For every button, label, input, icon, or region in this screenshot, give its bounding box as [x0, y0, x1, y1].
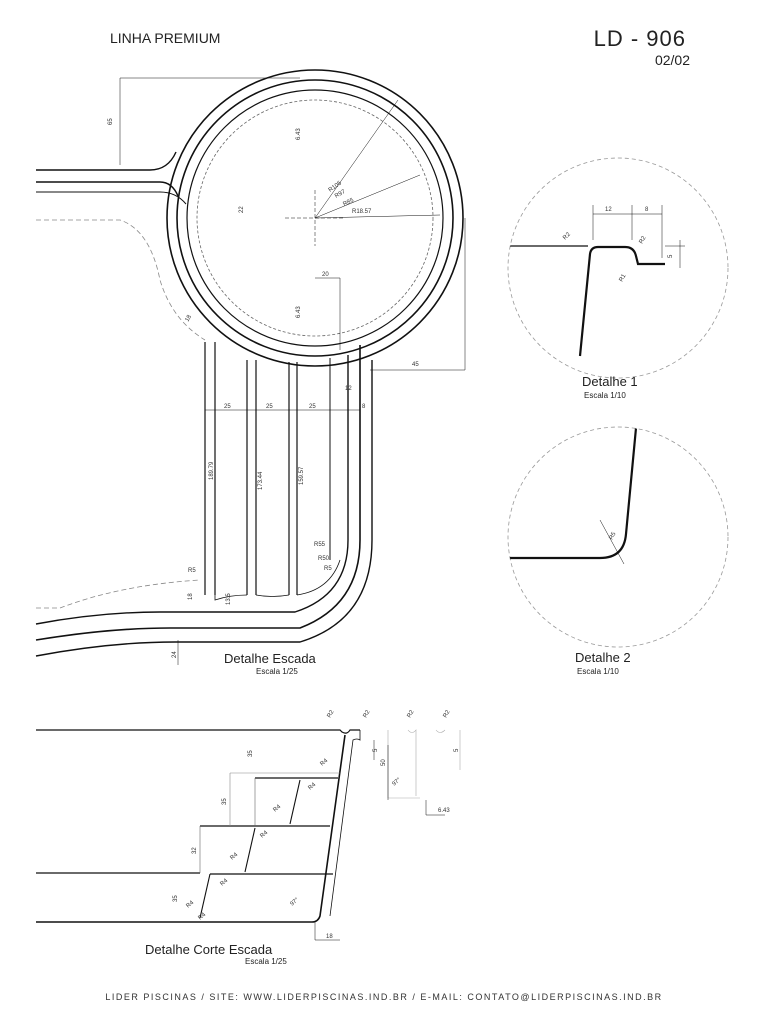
dashed-outline-top	[36, 219, 206, 341]
detalhe2-title: Detalhe 2	[575, 650, 631, 665]
dim-text: 50	[381, 759, 387, 766]
dim-text: R2	[407, 709, 416, 719]
mid-circle	[176, 79, 454, 357]
product-line-label: LINHA PREMIUM	[110, 30, 221, 46]
dim-text: R2	[562, 231, 572, 241]
dim-text: 6.43	[438, 808, 450, 814]
top-wall-3	[36, 191, 187, 205]
dim-text: R2	[363, 709, 372, 719]
dim-text: 32	[192, 847, 198, 854]
dim-text: R4	[229, 852, 239, 862]
detalhe1-scale: Escala 1/10	[584, 391, 626, 400]
escada-dimensions: 65 6.43 22 20 6.43 R105 R97 R85 R18.57 1…	[108, 118, 419, 658]
sheet-number: 02/02	[654, 52, 690, 68]
escada-title: Detalhe Escada	[224, 651, 316, 666]
dim-text: R2	[327, 709, 336, 719]
drawing-code: LD - 906	[593, 26, 686, 51]
dim-text: R4	[319, 758, 329, 768]
dim-text: 35	[173, 895, 179, 902]
right-wall-inner	[35, 360, 373, 657]
dim-text: 24	[172, 651, 178, 658]
dim-text: R97	[334, 189, 347, 200]
dim-text: 25	[266, 404, 273, 410]
detalhe2-scale: Escala 1/10	[577, 667, 619, 676]
dim-text: R5	[188, 568, 196, 574]
dim-text: 22	[239, 206, 245, 213]
dim-text: 45	[412, 362, 419, 368]
corte-title: Detalhe Corte Escada	[145, 942, 273, 957]
dim-text: 35	[248, 750, 254, 757]
dim-text: R55	[314, 542, 326, 548]
dim-text: 8	[362, 404, 366, 410]
detalhe-2-view: R5	[507, 426, 729, 648]
dim-text: 12	[345, 386, 352, 392]
dim-text: 5	[454, 748, 460, 752]
dim-text: R5	[324, 566, 332, 572]
dim-text: R4	[307, 782, 317, 792]
dim-text: 6.43	[296, 128, 302, 140]
right-wall-outer	[35, 345, 361, 641]
inner-dashed-circle	[196, 99, 434, 337]
dim-text: 6.43	[296, 306, 302, 318]
dim-text: 159.57	[299, 466, 305, 485]
dim-text: R4	[272, 804, 282, 814]
dim-text: R1	[619, 273, 628, 283]
dim-text: 97°	[391, 777, 402, 788]
dim-text: 97°	[289, 897, 300, 908]
footer-contact: LIDER PISCINAS / SITE: WWW.LIDERPISCINAS…	[105, 992, 663, 1002]
dim-text: 8	[645, 207, 649, 213]
outer-circle	[166, 69, 464, 367]
dim-text: 20	[322, 272, 329, 278]
dim-text: R4	[197, 912, 207, 922]
corte-scale: Escala 1/25	[245, 957, 287, 966]
dim-text: R4	[219, 878, 229, 888]
dim-text: 5	[668, 254, 674, 258]
dim-text: 25	[309, 404, 316, 410]
detalhe1-title: Detalhe 1	[582, 374, 638, 389]
escada-plan-view	[35, 69, 466, 665]
dim-text: R4	[259, 830, 269, 840]
dim-text: 35	[222, 798, 228, 805]
dim-text: 18	[185, 314, 194, 323]
corte-dimensions: R2 R2 R2 R2 35 50 5 5 35 32 35 R4 R4 R4 …	[173, 709, 460, 940]
dim-text: 25	[224, 404, 231, 410]
dim-text: R50	[318, 556, 330, 562]
corte-escada-view	[36, 729, 461, 941]
dim-text: R85	[342, 197, 355, 207]
dim-text: R2	[639, 235, 648, 245]
dim-text: 12	[605, 207, 612, 213]
top-wall-2	[36, 181, 179, 197]
escada-scale: Escala 1/25	[256, 667, 298, 676]
dim-text: R5	[609, 531, 618, 541]
dim-text: 13.5	[226, 593, 232, 605]
dim-text: R2	[443, 709, 452, 719]
dim-text: 173.44	[258, 471, 264, 490]
top-wall-1	[36, 151, 177, 171]
right-wall-mid	[35, 355, 349, 625]
dim-text: 5	[373, 748, 379, 752]
dim-text: 18	[188, 593, 194, 600]
dim-text: 65	[108, 118, 114, 125]
dim-text: R4	[185, 900, 195, 910]
detalhe-1-view: 12 8 R2 R2 R1 5	[507, 157, 729, 379]
dim-text: R18.57	[352, 209, 372, 215]
dim-text: 189.79	[209, 461, 215, 480]
dim-text: 18	[326, 934, 333, 940]
inner-circle	[186, 89, 444, 347]
